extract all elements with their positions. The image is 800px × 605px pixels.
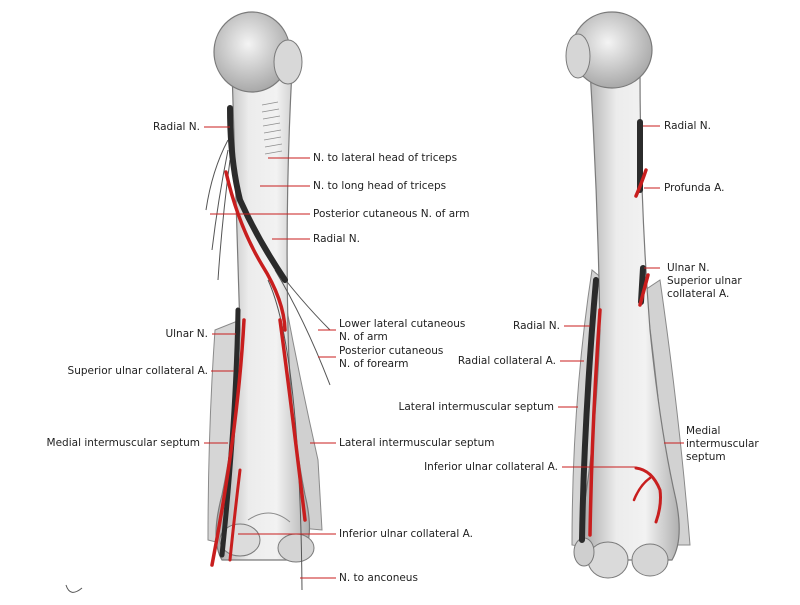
label-post-cut-n-forearm-1: Posterior cutaneous <box>339 345 444 357</box>
label-lower-lat-cut-n-arm-1: Lower lateral cutaneous <box>339 318 466 330</box>
left-humerus <box>204 11 336 591</box>
label-left-lateral-im-septum: Lateral intermuscular septum <box>339 437 495 449</box>
label-left-inf-ulnar-coll-a: Inferior ulnar collateral A. <box>339 528 473 540</box>
left-profunda-artery <box>224 170 287 332</box>
right-radial-coll-artery <box>588 308 602 537</box>
label-right-radial-n: Radial N. <box>513 320 560 332</box>
label-right-radial-n-top: Radial N. <box>664 120 711 132</box>
right-tubercle <box>565 33 591 79</box>
left-radial-nerve <box>227 105 288 283</box>
left-tubercle <box>273 39 303 85</box>
label-lower-lat-cut-n-arm-2: N. of arm <box>339 331 388 343</box>
label-post-cut-n-forearm-2: N. of forearm <box>339 358 409 370</box>
label-right-sup-ulnar-coll-2: collateral A. <box>667 288 730 300</box>
label-right-sup-ulnar-coll-1: Superior ulnar <box>667 275 742 287</box>
label-right-medial-im-septum-2: intermuscular <box>686 438 759 450</box>
label-post-cut-n-arm: Posterior cutaneous N. of arm <box>313 208 470 220</box>
label-right-medial-im-septum-3: septum <box>686 451 726 463</box>
left-condyle-lateral <box>277 533 315 563</box>
left-leader-lines <box>204 126 336 579</box>
label-left-ulnar-n: Ulnar N. <box>165 328 208 340</box>
left-spiral-groove <box>261 101 283 155</box>
right-inf-ulnar-coll-branch <box>632 476 652 502</box>
label-left-medial-im-septum: Medial intermuscular septum <box>46 437 200 449</box>
label-right-inf-ulnar-coll-a: Inferior ulnar collateral A. <box>424 461 558 473</box>
left-cutaneous-nerves <box>205 139 331 591</box>
label-n-lateral-head-triceps: N. to lateral head of triceps <box>313 152 458 164</box>
right-condyle-2 <box>631 543 669 577</box>
left-olecranon-fossa <box>247 512 291 523</box>
left-radial-collateral-artery <box>278 318 307 522</box>
right-medial-septum-sheet <box>644 279 691 546</box>
label-profunda-a: Profunda A. <box>664 182 725 194</box>
label-n-anconeus: N. to anconeus <box>339 572 418 584</box>
right-sup-ulnar-coll-artery <box>638 273 650 307</box>
label-right-lateral-im-septum: Lateral intermuscular septum <box>398 401 554 413</box>
right-inf-ulnar-coll-artery <box>634 466 662 524</box>
label-right-ulnar-n: Ulnar N. <box>667 262 710 274</box>
right-profunda-artery <box>634 168 648 198</box>
label-left-sup-ulnar-coll-a: Superior ulnar collateral A. <box>67 365 208 377</box>
right-radial-n-lower <box>579 277 599 543</box>
label-left-radial-n-mid: Radial N. <box>313 233 360 245</box>
label-right-radial-coll-a: Radial collateral A. <box>457 355 556 367</box>
right-humerus-shaft <box>582 69 680 561</box>
corner-mark <box>65 584 83 593</box>
right-condyle-1 <box>587 541 629 579</box>
label-n-long-head-triceps: N. to long head of triceps <box>313 180 447 192</box>
label-right-medial-im-septum-1: Medial <box>686 425 721 437</box>
right-humerus <box>558 11 691 579</box>
left-sup-ulnar-coll-artery <box>210 318 246 567</box>
left-inf-ulnar-coll-artery <box>228 468 242 562</box>
label-left-radial-n-top: Radial N. <box>153 121 200 133</box>
right-leader-lines <box>558 125 684 468</box>
